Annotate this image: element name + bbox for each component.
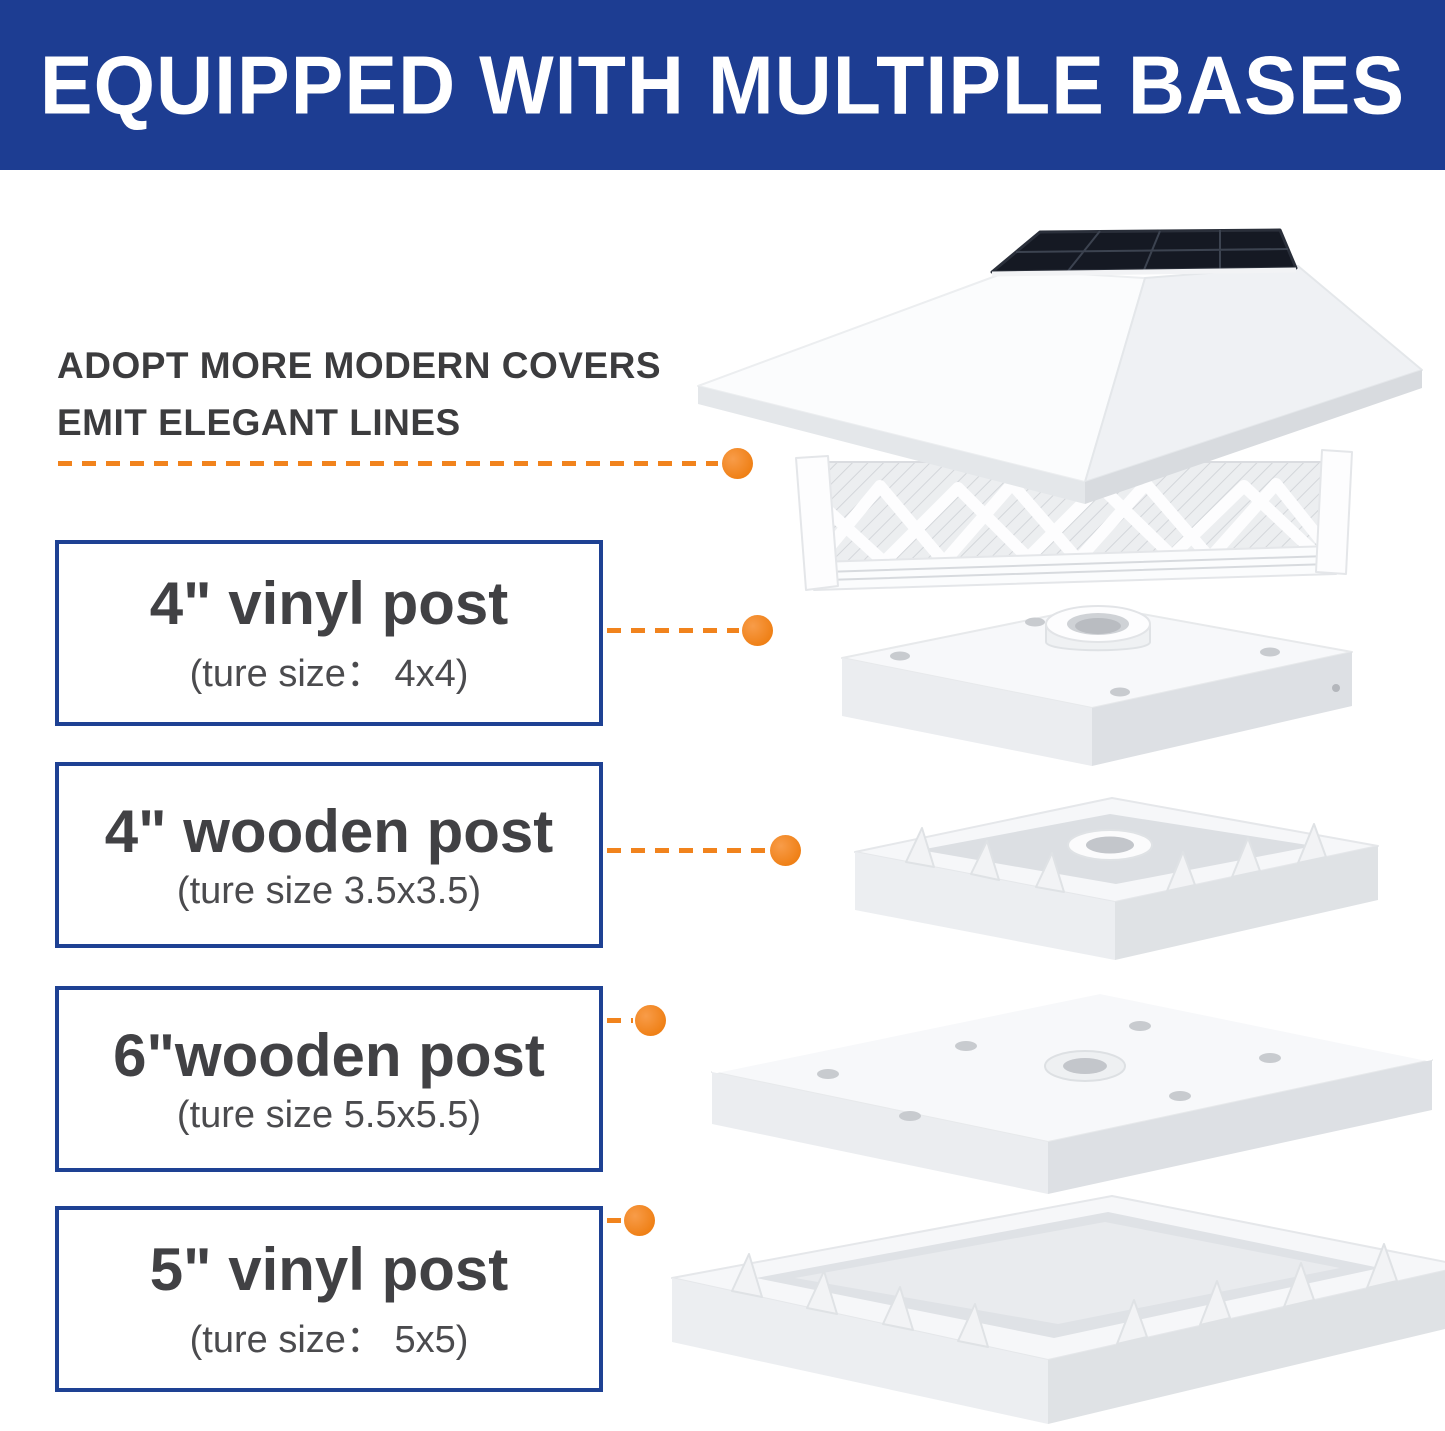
base-5.5x5.5-wooden-illustration	[711, 990, 1433, 1194]
option-title: 4" vinyl post	[149, 570, 509, 637]
page-title: EQUIPPED WITH MULTIPLE BASES	[39, 37, 1406, 132]
base-5x5-vinyl-illustration	[671, 1195, 1445, 1424]
option-subtitle: (ture size 3.5x3.5)	[176, 870, 482, 912]
feature-callout-line1: ADOPT MORE MODERN COVERS	[57, 345, 662, 386]
leader-line-5in-vinyl	[607, 1218, 623, 1223]
base-3.5x3.5-wooden-illustration	[854, 797, 1379, 960]
option-box-4in-vinyl-post: 4" vinyl post (ture size： 4x4)	[55, 540, 603, 726]
post-cap-cover-illustration	[697, 228, 1423, 504]
leader-dot-cover	[722, 448, 753, 479]
lattice-band-illustration	[795, 449, 1353, 591]
option-subtitle: (ture size 5.5x5.5)	[176, 1094, 482, 1136]
option-title: 5" vinyl post	[149, 1236, 509, 1303]
leader-line-6in-wooden	[607, 1018, 633, 1023]
leader-dot-6in-wooden	[635, 1005, 666, 1036]
leader-dot-5in-vinyl	[624, 1205, 655, 1236]
leader-line-4in-vinyl	[607, 628, 739, 633]
base-4x4-vinyl-illustration	[841, 605, 1353, 766]
product-exploded-view-illustration	[671, 228, 1445, 1424]
feature-callout-line2: EMIT ELEGANT LINES	[57, 402, 461, 444]
header-banner: EQUIPPED WITH MULTIPLE BASES	[0, 0, 1445, 170]
option-box-4in-wooden-post: 4" wooden post (ture size 3.5x3.5)	[55, 762, 603, 948]
option-title: 4" wooden post	[104, 798, 554, 865]
leader-line-cover	[58, 461, 718, 466]
leader-dot-4in-vinyl	[742, 615, 773, 646]
option-box-6in-wooden-post: 6"wooden post (ture size 5.5x5.5)	[55, 986, 603, 1172]
leader-line-4in-wooden	[607, 848, 767, 853]
leader-dot-4in-wooden	[770, 835, 801, 866]
option-box-5in-vinyl-post: 5" vinyl post (ture size： 5x5)	[55, 1206, 603, 1392]
feature-callout: ADOPT MORE MODERN COVERS EMIT ELEGANT LI…	[57, 337, 661, 452]
option-subtitle: (ture size： 4x4)	[189, 653, 469, 695]
option-title: 6"wooden post	[113, 1022, 545, 1089]
option-subtitle: (ture size： 5x5)	[189, 1319, 469, 1361]
solar-panel-icon	[990, 228, 1298, 277]
